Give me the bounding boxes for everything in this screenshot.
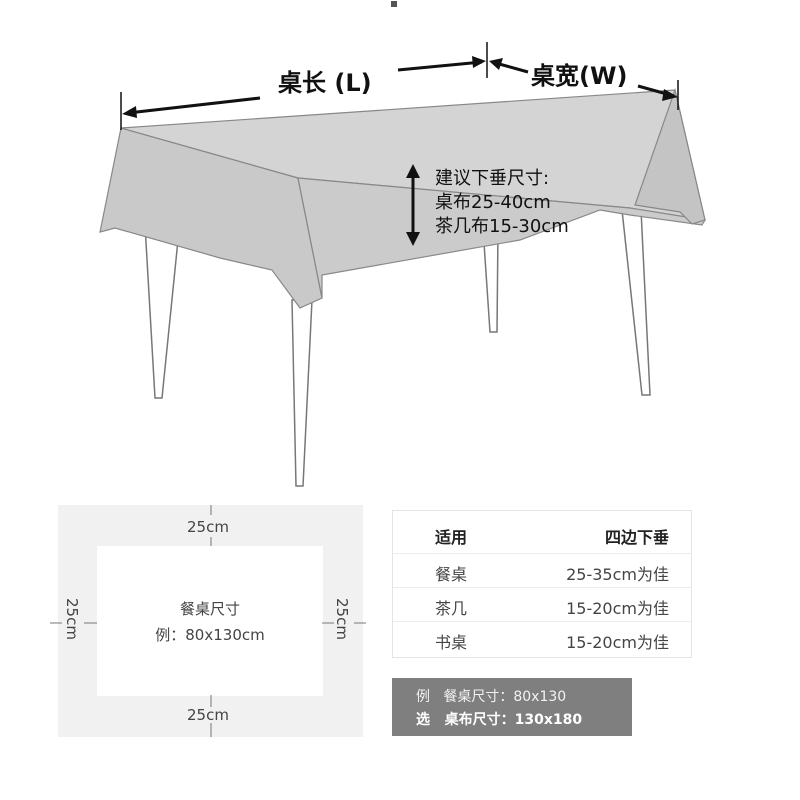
length-arrow-left [127, 96, 261, 115]
cloth-drape-right [634, 87, 706, 225]
bottom-margin-label: 25cm [187, 706, 229, 724]
drop-arrow-head-up [406, 164, 420, 178]
example-line-1: 例 餐桌尺寸：80x130 [416, 686, 566, 706]
row-drop: 15-20cm为佳 [566, 599, 669, 618]
tablecloth-illustration: 桌长 (L) 桌宽(W) 建议下垂尺寸: 桌布25-40cm 茶几布15-30c… [99, 1, 706, 487]
size-guides [50, 505, 366, 737]
example-box: 例 餐桌尺寸：80x130 选 桌布尺寸：130x180 [392, 678, 632, 736]
table-size-box [97, 546, 323, 696]
table-size-example: 例：80x130cm [155, 626, 265, 644]
right-margin-label: 25cm [333, 598, 351, 640]
row-use: 餐桌 [435, 565, 468, 584]
length-arrow-head-left [122, 106, 137, 118]
table-width-label: 桌宽(W) [531, 62, 627, 90]
top-margin-label: 25cm [187, 518, 229, 536]
row-drop: 15-20cm为佳 [566, 633, 669, 652]
table-row: 餐桌 25-35cm为佳 [393, 553, 691, 587]
drop-arrow-head-down [406, 232, 420, 246]
row-use: 书桌 [435, 633, 468, 652]
cloth-drape-front [297, 177, 706, 299]
width-arrow-head-right [662, 89, 678, 101]
example-text-1: 餐桌尺寸：80x130 [443, 689, 567, 705]
drop-hint-line2: 桌布25-40cm [435, 192, 551, 213]
left-margin-label: 25cm [63, 598, 81, 640]
example-line-2: 选 桌布尺寸：130x180 [416, 709, 582, 729]
drop-table: 适用 四边下垂 餐桌 25-35cm为佳 茶几 15-20cm为佳 书桌 15-… [392, 510, 692, 658]
table-length-label: 桌长 (L) [278, 69, 372, 97]
table-leg [621, 209, 651, 396]
header-use: 适用 [435, 528, 468, 547]
table-header: 适用 四边下垂 [393, 517, 691, 551]
example-prefix-1: 例 [416, 689, 430, 705]
table-row: 书桌 15-20cm为佳 [393, 621, 691, 655]
table-row: 茶几 15-20cm为佳 [393, 587, 691, 621]
table-leg [144, 223, 179, 399]
length-arrow-right [397, 60, 483, 72]
example-prefix-2: 选 [416, 712, 430, 728]
drop-hint-line3: 茶几布15-30cm [435, 216, 569, 237]
row-drop: 25-35cm为佳 [566, 565, 669, 584]
row-use: 茶几 [435, 599, 468, 618]
drop-hint-line1: 建议下垂尺寸: [435, 168, 549, 189]
header-drop: 四边下垂 [604, 528, 669, 547]
width-arrow-head-left [489, 58, 503, 70]
table-leg [291, 299, 313, 487]
top-mark [391, 1, 397, 7]
example-text-2: 桌布尺寸：130x180 [444, 712, 583, 728]
length-arrow-head-right [472, 56, 486, 68]
table-size-title: 餐桌尺寸 [179, 600, 240, 618]
